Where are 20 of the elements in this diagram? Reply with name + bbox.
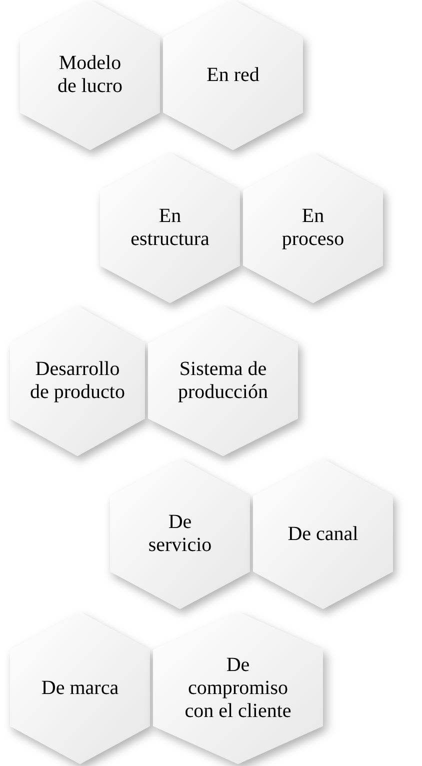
hexagon-label: De marca <box>40 676 120 700</box>
hexagon <box>10 306 145 456</box>
hexagon <box>153 612 323 764</box>
hexagon <box>100 153 240 303</box>
hexagon <box>110 459 250 609</box>
hexagon-label: En red <box>206 64 260 86</box>
hexagon <box>148 306 298 456</box>
hexagon <box>163 0 303 150</box>
hexagon <box>10 612 150 764</box>
hexagon-label: En estructura <box>130 205 210 251</box>
hexagon <box>253 459 393 609</box>
hexagon-label: De canal <box>286 522 360 546</box>
hexagon-label: Desarrollo de producto <box>29 358 126 404</box>
hexagon-label: Sistema de producción <box>177 358 269 404</box>
hexagon-label: Modelo de lucro <box>56 52 124 98</box>
hexagon <box>20 0 160 150</box>
hexagon-label: De compromiso con el cliente <box>184 654 292 722</box>
hexagon <box>243 153 383 303</box>
hexagon-label: De servicio <box>147 511 213 557</box>
hexagon-label: En proceso <box>280 205 346 251</box>
